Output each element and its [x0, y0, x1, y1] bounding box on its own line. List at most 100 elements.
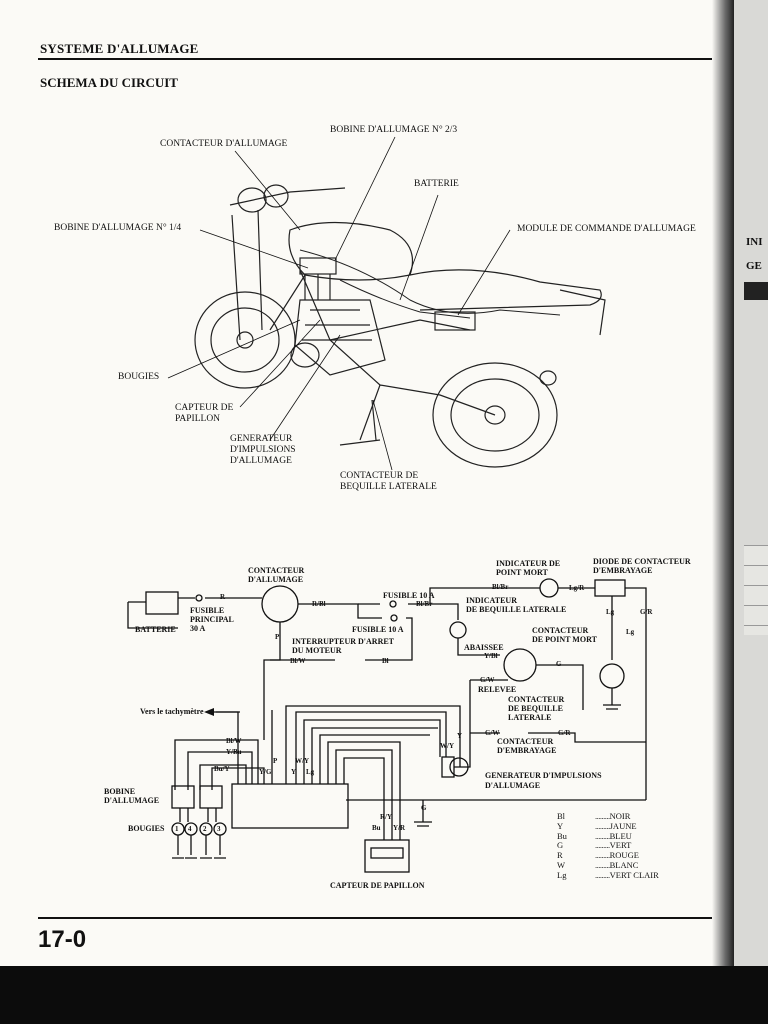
schem-ignition-1: CONTACTEUR	[248, 566, 305, 575]
wire-code: Lg	[606, 608, 615, 616]
schem-neutral-ind-2: POINT MORT	[496, 568, 548, 577]
schem-main-fuse-2: PRINCIPAL	[190, 615, 234, 624]
schem-clutch-diode-1: DIODE DE CONTACTEUR	[593, 557, 691, 566]
scan-bottom-border	[0, 966, 768, 1024]
label-throttle-sensor-2: PAPILLON	[175, 414, 221, 424]
wire-code: P	[273, 757, 278, 765]
wire-code: R	[220, 593, 226, 601]
wire-code: Y	[457, 732, 463, 740]
plug-number: 2	[203, 825, 207, 833]
wire-code: Y/Bu	[226, 748, 242, 756]
wire-code: P	[275, 633, 280, 641]
label-pulse-generator-1: GENERATEUR	[230, 434, 293, 444]
schem-lowered: ABAISSEE	[464, 643, 504, 652]
schem-plugs: BOUGIES	[128, 824, 165, 833]
adjacent-page-block	[744, 545, 768, 635]
schem-side-sw-1: CONTACTEUR	[508, 695, 565, 704]
schem-fuse-b: FUSIBLE 10 A	[352, 625, 404, 634]
adjacent-page-fragment: GE	[746, 260, 762, 272]
wire-color-legend: Bl.........NOIR Y.........JAUNE Bu......…	[557, 811, 659, 881]
label-coil-23: BOBINE D'ALLUMAGE N° 2/3	[330, 125, 458, 135]
legend-row: Lg.........VERT CLAIR	[557, 869, 659, 880]
schem-battery: BATTERIE	[135, 625, 176, 634]
legend-row: Bu.........BLEU	[557, 830, 632, 841]
schem-kill-switch-1: INTERRUPTEUR D'ARRET	[292, 637, 395, 646]
wire-code: G/R	[558, 729, 571, 737]
wire-code: Bl/Br	[492, 583, 509, 591]
legend-row: G.........VERT	[557, 840, 632, 851]
wire-code: Y/R	[393, 824, 406, 832]
schem-coils-1: BOBINE	[104, 787, 136, 796]
page-number: 17-0	[38, 926, 87, 953]
schem-pulse-gen-2: D'ALLUMAGE	[485, 781, 541, 790]
wire-code: Bu	[372, 824, 381, 832]
wire-code: G	[421, 804, 427, 812]
label-pulse-generator-2: D'IMPULSIONS	[230, 445, 296, 455]
wire-code: Bl/Br	[416, 600, 433, 608]
diagram-title: SCHEMA DU CIRCUIT	[40, 75, 178, 90]
label-side-stand-1: CONTACTEUR DE	[340, 471, 419, 481]
schem-main-fuse-3: 30 A	[190, 624, 206, 633]
motorcycle-illustration	[167, 136, 606, 471]
schem-neutral-sw-2: DE POINT MORT	[532, 635, 597, 644]
wire-code: R/Y	[380, 813, 393, 821]
legend-row: Y.........JAUNE	[557, 820, 637, 831]
wire-code: Bl/W	[226, 737, 242, 745]
schem-side-sw-3: LATERALE	[508, 713, 552, 722]
wire-code: Bu/Y	[214, 765, 230, 773]
legend-row: W.........BLANC	[557, 859, 639, 870]
wire-code: Lg/R	[569, 584, 585, 592]
schem-kill-switch-2: DU MOTEUR	[292, 646, 342, 655]
wire-code: Lg	[306, 768, 315, 776]
header-rule	[38, 58, 728, 60]
schem-neutral-sw-1: CONTACTEUR	[532, 626, 589, 635]
wire-code: R/Bl	[312, 600, 326, 608]
wire-code: Y/G	[259, 768, 272, 776]
schem-side-sw-2: DE BEQUILLE	[508, 704, 563, 713]
adjacent-page-fragment: INI	[746, 236, 763, 248]
adjacent-page-block	[744, 282, 768, 300]
schem-neutral-ind-1: INDICATEUR DE	[496, 559, 561, 568]
schem-raised: RELEVEE	[478, 685, 517, 694]
wire-code: Bl	[382, 657, 389, 665]
schem-pulse-gen-1: GENERATEUR D'IMPULSIONS	[485, 771, 602, 780]
schem-clutch-sw-1: CONTACTEUR	[497, 737, 554, 746]
schem-throttle-sensor: CAPTEUR DE PAPILLON	[330, 881, 425, 890]
wire-code: Lg	[626, 628, 635, 636]
label-ignition-switch: CONTACTEUR D'ALLUMAGE	[160, 139, 288, 149]
schem-main-fuse-1: FUSIBLE	[190, 606, 225, 615]
circuit-schematic	[127, 578, 647, 873]
section-title: SYSTEME D'ALLUMAGE	[40, 41, 199, 56]
label-control-module: MODULE DE COMMANDE D'ALLUMAGE	[517, 224, 696, 234]
adjacent-page-edge	[734, 0, 768, 1024]
wire-code: Bl/W	[290, 657, 306, 665]
wire-code: G	[556, 660, 562, 668]
schem-fuse-a: FUSIBLE 10 A	[383, 591, 435, 600]
legend-row: R.........ROUGE	[557, 850, 639, 861]
label-side-stand-2: BEQUILLE LATERALE	[340, 482, 437, 492]
wire-code: G/W	[480, 676, 495, 684]
wire-code: G/W	[485, 729, 500, 737]
footer-rule	[38, 917, 728, 919]
schem-tachometer: Vers le tachymètre	[140, 707, 204, 716]
label-spark-plugs: BOUGIES	[118, 372, 160, 382]
plug-number: 3	[217, 825, 221, 833]
schem-coils-2: D'ALLUMAGE	[104, 796, 160, 805]
label-battery: BATTERIE	[414, 179, 459, 189]
schem-clutch-diode-2: D'EMBRAYAGE	[593, 566, 653, 575]
wire-code: W/Y	[295, 757, 309, 765]
plug-number: 1	[175, 825, 179, 833]
plug-number: 4	[188, 825, 192, 833]
wire-code: Y	[291, 768, 297, 776]
schem-ignition-2: D'ALLUMAGE	[248, 575, 304, 584]
label-pulse-generator-3: D'ALLUMAGE	[230, 456, 292, 466]
wire-code: Y/Bl	[484, 652, 498, 660]
label-coil-14: BOBINE D'ALLUMAGE N° 1/4	[54, 223, 182, 233]
book-gutter-shadow	[712, 0, 734, 1024]
wire-code: W/Y	[440, 742, 454, 750]
schem-clutch-sw-2: D'EMBRAYAGE	[497, 746, 557, 755]
schem-side-indicator-2: DE BEQUILLE LATERALE	[466, 605, 567, 614]
legend-row: Bl.........NOIR	[557, 811, 631, 821]
wire-code: G/R	[640, 608, 653, 616]
schem-side-indicator-1: INDICATEUR	[466, 596, 517, 605]
